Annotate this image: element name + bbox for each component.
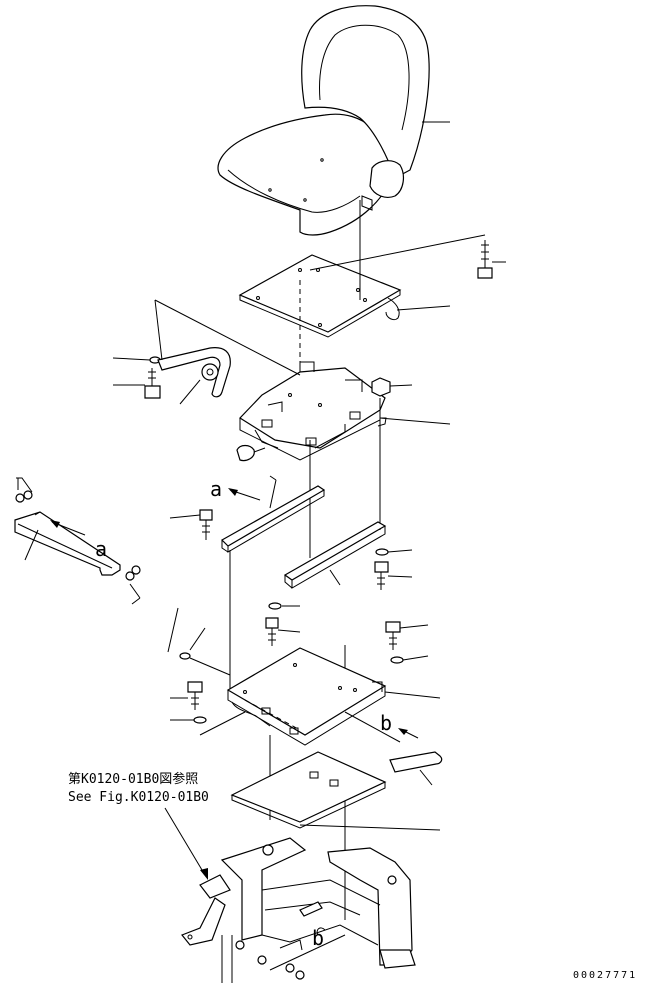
marker-a-upper: a — [210, 477, 222, 501]
base-washer-right — [390, 655, 429, 664]
rail-bolt-right — [374, 561, 413, 590]
marker-b-frame: b — [312, 926, 324, 950]
base-washer-left — [170, 711, 246, 736]
washer-left — [112, 356, 161, 364]
base-plate — [226, 647, 441, 746]
rail-bolt-left — [169, 509, 213, 540]
base-bolt-left — [170, 681, 203, 710]
marker-b-lever: b — [380, 711, 392, 735]
marker-a-left: a — [95, 537, 107, 561]
slide-rail-upper — [221, 475, 326, 553]
seat-cushion-assembly — [217, 5, 450, 236]
rail-washer-mid — [268, 602, 300, 610]
lever-b — [389, 728, 443, 786]
rail-bolt-mid — [265, 617, 301, 646]
reference-japanese: 第K0120-01B0図参照 — [68, 771, 198, 787]
slide-rail-lower — [283, 521, 387, 589]
base-bolt-right — [385, 621, 429, 650]
reference-leader — [164, 807, 208, 880]
floor-mat — [230, 751, 441, 831]
side-washer — [167, 607, 231, 676]
bolt-top-right — [309, 234, 506, 279]
nut-right — [371, 377, 413, 397]
figure-number: 00027771 — [573, 970, 637, 981]
suspension-unit — [236, 361, 451, 462]
rail-washer-right — [375, 548, 413, 556]
seat-mount-plate — [238, 254, 451, 338]
arrow-left — [50, 520, 86, 536]
arrow-upper — [228, 488, 261, 501]
support-bracket — [154, 299, 301, 405]
lever-fasteners — [15, 477, 141, 605]
seat-frame — [181, 837, 416, 983]
reference-english: See Fig.K0120-01B0 — [68, 790, 209, 805]
bolt-left-upper — [113, 368, 161, 399]
slide-lever — [14, 511, 121, 576]
